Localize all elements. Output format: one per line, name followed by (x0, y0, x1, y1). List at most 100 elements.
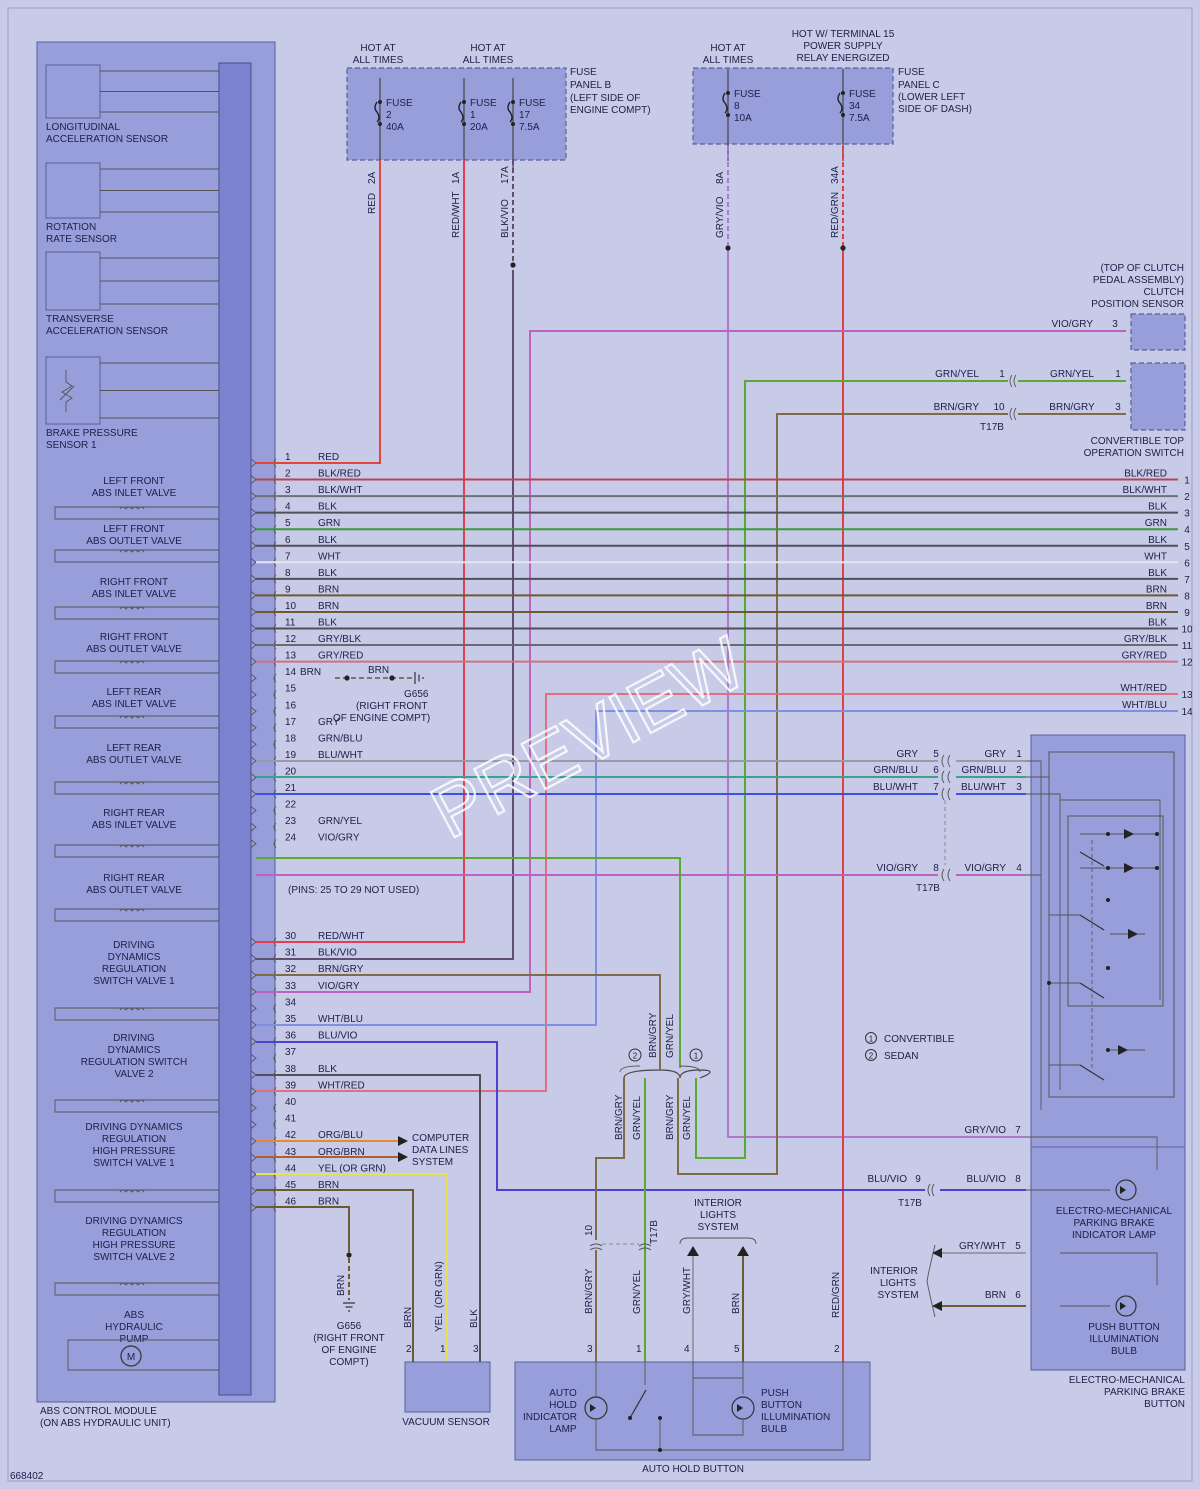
splice-low-4: GRN/YEL (682, 1096, 693, 1140)
valve-coil-icon (119, 908, 145, 912)
fuse-pin: 1A (451, 171, 462, 184)
ah-wire-4: BRN (731, 1293, 742, 1314)
computer-data-lines: COMPUTER DATA LINES SYSTEM (412, 1133, 469, 1168)
fpc-hot2-line3: RELAY ENERGIZED (797, 53, 890, 64)
epb-row-pin-l: 7 (933, 782, 939, 793)
pin-number: 14 (285, 667, 297, 678)
pin-number: 46 (285, 1197, 297, 1208)
pin-number: 16 (285, 700, 297, 711)
right-pin-number: 2 (1184, 492, 1190, 503)
pin-wire-label: BLK (318, 535, 337, 546)
sensor-label: ACCELERATION SENSOR (46, 134, 168, 145)
pin-number: 12 (285, 634, 297, 645)
valve-label: ABS OUTLET VALVE (86, 536, 182, 547)
epb-row-pin-l: 5 (933, 749, 939, 760)
pin-wire-label: BLU/WHT (318, 750, 363, 761)
fuse-label: 1 (470, 110, 476, 121)
pin-number: 17 (285, 717, 297, 728)
pin-wire-label: BRN (318, 601, 339, 612)
valve-coil-icon (119, 660, 145, 664)
wire-grnyel-conv (695, 380, 1008, 1159)
valve-label: ABS INLET VALVE (92, 820, 177, 831)
wire-brngry-conv (677, 413, 1008, 1175)
wire-blkvio (256, 270, 514, 960)
epb-bulb-1: PUSH BUTTON (1088, 1322, 1160, 1333)
fuse-icon (837, 92, 843, 114)
ah-pin-2: 1 (636, 1344, 642, 1355)
legend-marker-2: 2 (869, 1052, 874, 1061)
right-pin-number: 4 (1184, 525, 1190, 536)
epb-t17b-2: T17B (898, 1198, 922, 1209)
right-pin-wire: BRN (1146, 584, 1167, 595)
pin-number: 35 (285, 1014, 297, 1025)
pin-number: 37 (285, 1047, 297, 1058)
conv-label-1: CONVERTIBLE TOP (1091, 436, 1185, 447)
ah-pin-3: 4 (684, 1344, 690, 1355)
vacuum-wire-2: YEL (434, 1313, 445, 1332)
sensor-label: RATE SENSOR (46, 234, 117, 245)
fpc-label-4: SIDE OF DASH) (898, 104, 972, 115)
valve-label: ABS OUTLET VALVE (86, 885, 182, 896)
wire-whtblu (256, 710, 1178, 1026)
epb-row-wire-l: VIO/GRY (877, 863, 919, 874)
computer-2: DATA LINES (412, 1145, 469, 1156)
splice-marker-2: 2 (633, 1052, 638, 1061)
ah-wire-1: BRN/GRY (584, 1268, 595, 1314)
pin-number: 24 (285, 833, 297, 844)
conv-row1-pin-l: 1 (999, 369, 1005, 380)
sensor-label: ROTATION (46, 222, 96, 233)
splice-marker-1: 1 (694, 1052, 699, 1061)
fuse-label: 8 (734, 101, 740, 112)
fuse-icon (458, 101, 464, 123)
ah-wire-2: GRN/YEL (632, 1270, 643, 1314)
pin-number: 6 (285, 535, 291, 546)
epb-lamp-2: PARKING BRAKE (1074, 1218, 1155, 1229)
right-pin-wire: BLK (1148, 535, 1167, 546)
legend-text-2: SEDAN (884, 1051, 918, 1062)
pump-motor-icon (120, 1345, 142, 1367)
fpc-label-1: FUSE (898, 67, 925, 78)
fuse-icon (507, 101, 513, 123)
splice-low-3: BRN/GRY (665, 1094, 676, 1140)
valve-coil-icon (119, 1189, 145, 1193)
wire-brngry-32 (256, 974, 661, 1068)
epb-pin8-wire-l: BLU/VIO (868, 1174, 908, 1185)
conv-connector: T17B (980, 422, 1004, 433)
wire-brn-46 (256, 1206, 350, 1252)
conv-label-2: OPERATION SWITCH (1084, 448, 1184, 459)
pin-number: 2 (285, 469, 291, 480)
valve-label: RIGHT FRONT (100, 632, 168, 643)
epb-row-wire-r: BLU/WHT (961, 782, 1006, 793)
fpc-hot2-line2: POWER SUPPLY (803, 41, 883, 52)
pin-number: 10 (285, 601, 297, 612)
right-pin-wire: GRY/BLK (1124, 634, 1167, 645)
pin-wire-label: YEL (OR GRN) (318, 1163, 386, 1174)
fuse-label: 34 (849, 101, 861, 112)
pin-wire-label: BRN (318, 584, 339, 595)
valve-coil-icon (119, 715, 145, 719)
fuse-pin: 17A (500, 166, 511, 184)
pin-wire-label: BLK (318, 502, 337, 513)
valve-coil-icon (119, 1099, 145, 1103)
pin-number: 22 (285, 800, 297, 811)
pin-number: 30 (285, 931, 297, 942)
right-pin-number: 11 (1182, 641, 1193, 652)
ground-top-3: OF ENGINE COMPT) (333, 713, 430, 724)
pin-wire-label: BLK/RED (318, 469, 361, 480)
epb-bulb-3: BULB (1111, 1346, 1137, 1357)
valve-label: VALVE 2 (114, 1069, 154, 1080)
vacuum-label: VACUUM SENSOR (402, 1417, 490, 1428)
legend-text-1: CONVERTIBLE (884, 1034, 955, 1045)
pin-number: 21 (285, 783, 297, 794)
pin-wire-label: BLK/VIO (318, 948, 357, 959)
fuse-wire: RED (367, 193, 378, 214)
wire-brngry-down (595, 1078, 625, 1240)
pin-wire-label: VIO/GRY (318, 833, 360, 844)
right-pin-wire: GRY/RED (1122, 651, 1167, 662)
ground-bottom-4: COMPT) (329, 1357, 368, 1368)
pin-number: 33 (285, 981, 297, 992)
valve-label: HIGH PRESSURE (93, 1240, 176, 1251)
